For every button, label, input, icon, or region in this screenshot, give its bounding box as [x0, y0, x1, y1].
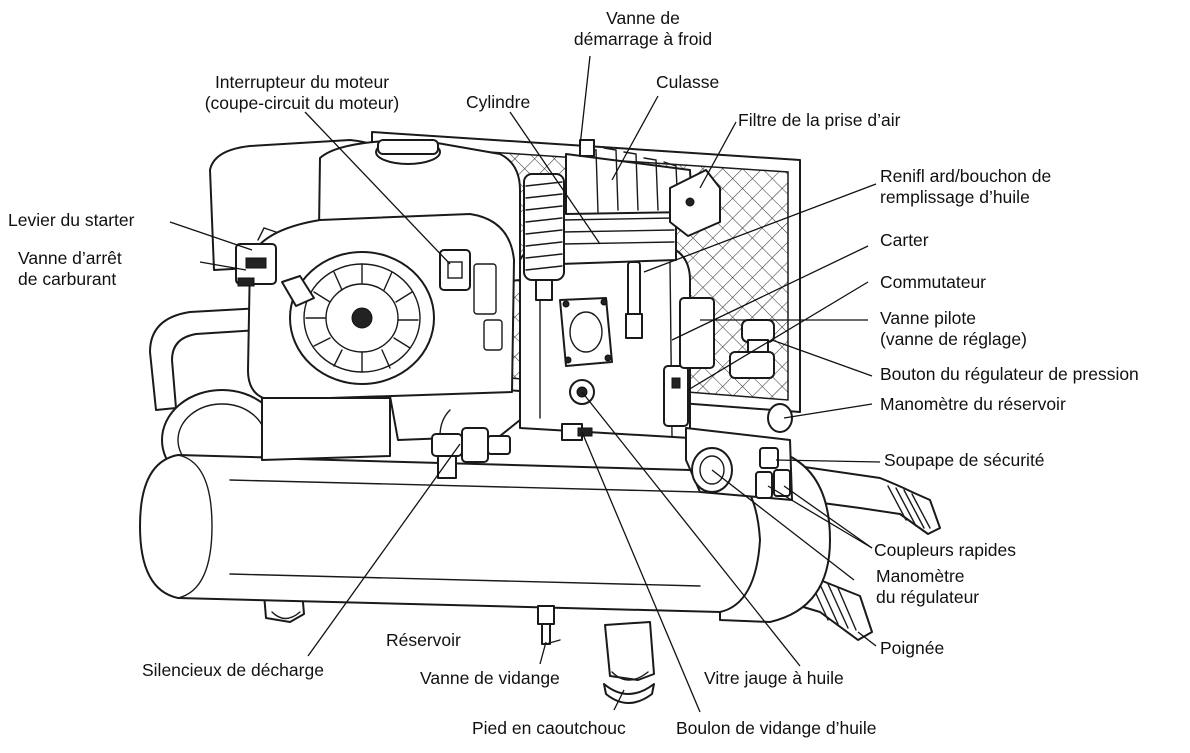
label-drain-valve: Vanne de vidange — [420, 668, 560, 688]
discharge-muffler — [431, 409, 511, 479]
label-cold-start-valve: Vanne de démarrage à froid — [573, 8, 713, 49]
label-muffler: Silencieux de décharge — [142, 660, 324, 680]
engine — [209, 139, 521, 461]
regulator-manifold — [685, 319, 793, 501]
compressor-pump — [519, 139, 721, 441]
label-breather: Renifl ard/bouchon de remplissage d’huil… — [880, 166, 1052, 207]
label-regulator-knob: Bouton du régulateur de pression — [880, 364, 1139, 384]
label-regulator-gauge: Manomètre du régulateur — [876, 566, 980, 607]
label-engine-switch: Interrupteur du moteur (coupe-circuit du… — [204, 72, 400, 113]
label-quick-couplers: Coupleurs rapides — [874, 540, 1017, 560]
label-safety-valve: Soupape de sécurité — [884, 450, 1045, 470]
leader-lines — [169, 55, 881, 713]
label-handle: Poignée — [880, 638, 945, 658]
label-oil-drain-bolt: Boulon de vidange d’huile — [676, 718, 877, 738]
label-tank-gauge: Manomètre du réservoir — [880, 394, 1066, 414]
label-rubber-foot: Pied en caoutchouc — [472, 718, 626, 738]
pressure-switch — [663, 297, 715, 427]
label-pressure-switch: Commutateur — [880, 272, 987, 292]
label-cylinder-head: Culasse — [656, 72, 720, 92]
label-choke-lever: Levier du starter — [8, 210, 135, 230]
label-air-filter: Filtre de la prise d’air — [738, 110, 901, 130]
tank — [139, 454, 761, 613]
label-pilot-valve: Vanne pilote (vanne de réglage) — [880, 308, 1027, 349]
drain-valve — [537, 605, 561, 645]
label-cylinder: Cylindre — [466, 92, 531, 112]
label-oil-sight-glass: Vitre jauge à huile — [704, 668, 844, 688]
spring-valve — [523, 173, 565, 301]
label-fuel-valve: Vanne d’arrêt de carburant — [18, 248, 122, 289]
label-tank: Réservoir — [386, 630, 461, 650]
label-crankcase: Carter — [880, 230, 929, 250]
